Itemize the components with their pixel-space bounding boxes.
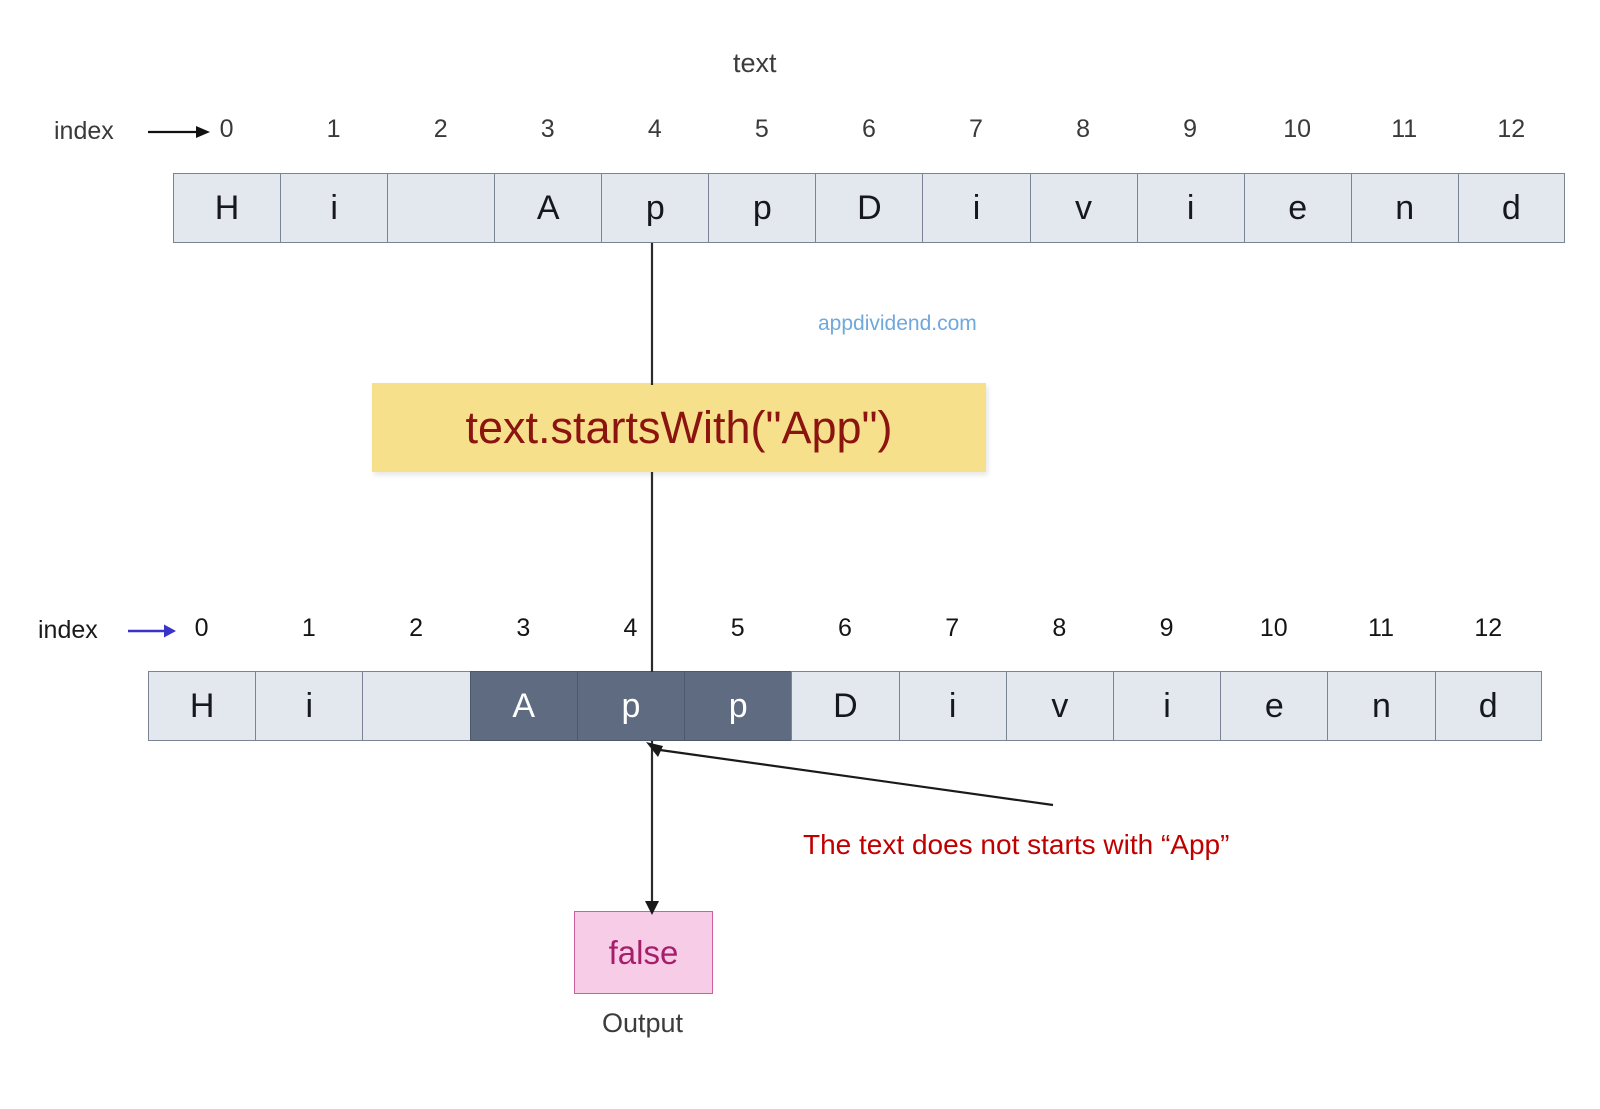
input-row-index-4: 4	[647, 115, 662, 143]
right-arrow-icon	[148, 126, 210, 138]
result-row-cell-6: D	[791, 671, 899, 741]
input-row-cell-11: n	[1350, 173, 1458, 243]
input-row-cell-0: H	[173, 173, 281, 243]
result-row-cell-10: e	[1220, 671, 1328, 741]
input-row-cell-3: A	[494, 173, 602, 243]
input-row-index-1: 1	[326, 115, 341, 143]
result-row-cell-3: A	[469, 671, 577, 741]
annotation-text: The text does not starts with “App”	[803, 829, 1230, 860]
result-row-index-9: 9	[1159, 614, 1174, 642]
result-row-cell-8: v	[1005, 671, 1113, 741]
output-value-box: false	[574, 911, 713, 994]
result-row-index-label: index	[38, 616, 98, 644]
result-row-index-5: 5	[730, 614, 745, 642]
input-row-index-0: 0	[219, 115, 234, 143]
input-row-index-12: 12	[1497, 115, 1526, 143]
input-row-cell-7: i	[922, 173, 1030, 243]
result-row-cell-1: i	[255, 671, 363, 741]
input-row-cell-2	[387, 173, 495, 243]
result-row-index-8: 8	[1052, 614, 1067, 642]
input-row-cell-9: i	[1136, 173, 1244, 243]
input-row-index-2: 2	[433, 115, 448, 143]
input-row-index-11: 11	[1391, 115, 1418, 143]
result-row-index-3: 3	[516, 614, 531, 642]
input-row-cell-10: e	[1243, 173, 1351, 243]
input-row-cell-4: p	[601, 173, 709, 243]
input-row-cell-5: p	[708, 173, 816, 243]
result-row-cell-11: n	[1327, 671, 1435, 741]
result-row-index-12: 12	[1474, 614, 1503, 642]
result-row-index-0: 0	[194, 614, 209, 642]
watermark-appdividend: appdividend.com	[818, 312, 977, 335]
result-row-cell-7: i	[898, 671, 1006, 741]
result-row-cell-12: d	[1434, 671, 1542, 741]
result-row-index-4: 4	[623, 614, 638, 642]
result-row-cell-5: p	[684, 671, 792, 741]
input-row-index-6: 6	[861, 115, 876, 143]
input-row-cell-8: v	[1029, 173, 1137, 243]
result-row-cell-4: p	[576, 671, 685, 741]
input-row-index-9: 9	[1183, 115, 1198, 143]
input-row-cell-6: D	[815, 173, 923, 243]
result-row-index-10: 10	[1259, 614, 1288, 642]
page-title: text	[733, 48, 777, 78]
arrowhead-annotation-icon	[646, 742, 663, 757]
input-row-cell-1: i	[280, 173, 388, 243]
input-row-index-10: 10	[1283, 115, 1312, 143]
code-expression-box: text.startsWith("App")	[372, 383, 986, 472]
input-row-index-5: 5	[754, 115, 769, 143]
result-row-cell-0: H	[148, 671, 256, 741]
output-caption: Output	[601, 1008, 684, 1038]
result-row-index-7: 7	[945, 614, 960, 642]
input-row-cell-12: d	[1457, 173, 1565, 243]
input-row-index-label: index	[54, 117, 114, 145]
result-row-index-11: 11	[1368, 614, 1394, 642]
input-row-index-8: 8	[1076, 115, 1090, 143]
input-row-index-7: 7	[969, 115, 983, 143]
result-row-cell-9: i	[1112, 671, 1221, 741]
result-row-index-1: 1	[301, 614, 316, 642]
connector-annotation-leader	[659, 748, 1054, 807]
input-row-index-3: 3	[540, 115, 555, 143]
right-arrow-icon	[128, 624, 176, 638]
result-row-index-2: 2	[409, 614, 423, 642]
result-row-cell-2	[362, 671, 470, 741]
result-row-index-6: 6	[837, 614, 852, 642]
